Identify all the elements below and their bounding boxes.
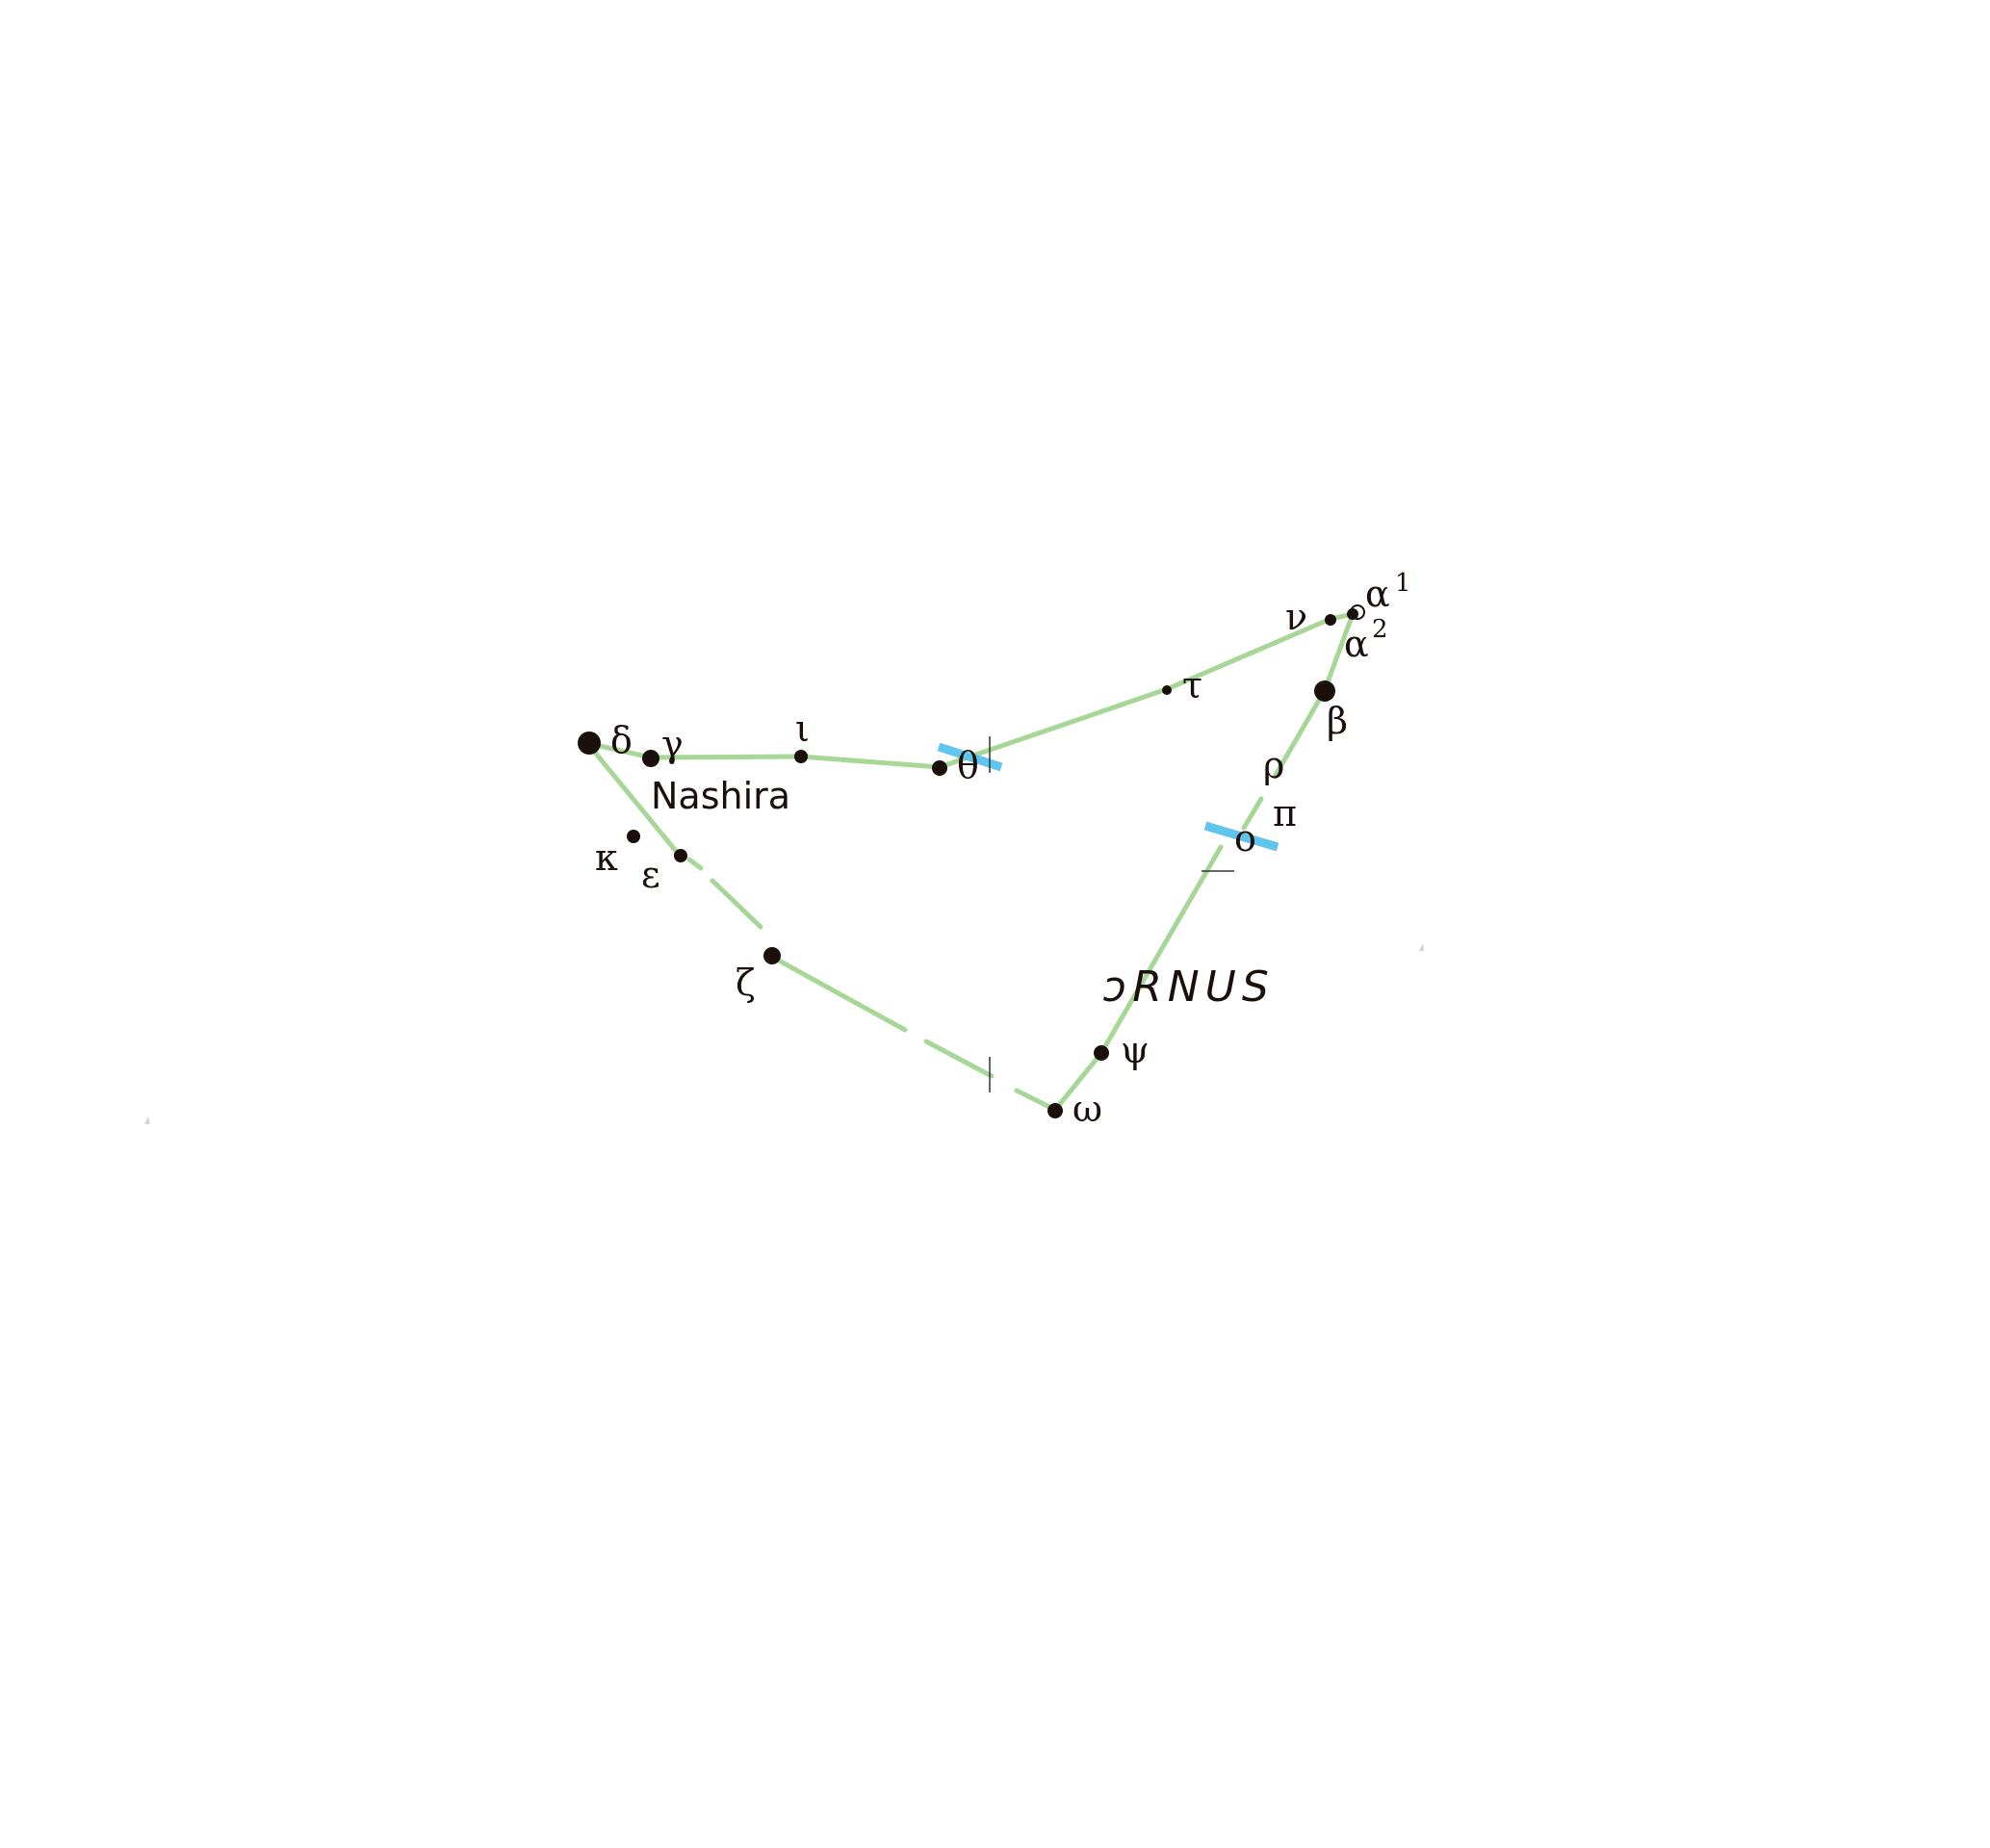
label-alpha2-sup: 2 bbox=[1372, 615, 1388, 644]
proper-name-nashira: Nashira bbox=[651, 775, 790, 817]
star-zeta bbox=[763, 947, 781, 964]
ecliptic-mark-theta bbox=[937, 742, 1003, 772]
label-omega: ω bbox=[1073, 1088, 1102, 1130]
star-beta bbox=[1314, 680, 1335, 702]
ecliptic-marks bbox=[937, 742, 1279, 852]
label-delta: δ bbox=[610, 719, 633, 761]
label-alpha1-sup: 1 bbox=[1395, 569, 1411, 598]
figure-line-gap-zeta bbox=[923, 1039, 995, 1079]
figure-line-alpha2-beta bbox=[1322, 611, 1356, 693]
figure-line-theta-tau bbox=[937, 686, 1170, 770]
star-alpha1 bbox=[1350, 604, 1365, 620]
figure-line-beta-rho bbox=[1272, 687, 1328, 780]
label-gamma: γ bbox=[661, 723, 684, 765]
figure-line-zeta-mid bbox=[767, 953, 908, 1033]
figure-line-rho-pi bbox=[1241, 796, 1264, 831]
label-psi: ψ bbox=[1121, 1029, 1150, 1071]
label-alpha2: α bbox=[1344, 623, 1369, 665]
star-psi bbox=[1094, 1045, 1109, 1061]
figure-line-iota-theta bbox=[798, 754, 943, 770]
label-omicron: ο bbox=[1234, 817, 1256, 860]
star-tau bbox=[1162, 685, 1172, 695]
star-theta bbox=[932, 760, 947, 776]
label-theta: θ bbox=[957, 744, 979, 786]
label-epsilon: ε bbox=[641, 854, 660, 896]
star-gamma bbox=[642, 750, 659, 767]
star-delta bbox=[578, 732, 601, 755]
constellation-figure-lines bbox=[584, 611, 1356, 1113]
star-omega bbox=[1047, 1103, 1063, 1118]
edge-marks bbox=[144, 943, 1424, 1124]
label-zeta: ζ bbox=[736, 962, 756, 1004]
figure-line-psi-omega bbox=[1052, 1050, 1104, 1113]
label-nu: ν bbox=[1285, 596, 1307, 638]
label-alpha2-letter: α bbox=[1344, 623, 1369, 665]
constellation-name: ɔRNUS bbox=[1103, 962, 1275, 1012]
star-iota bbox=[794, 750, 808, 763]
ecliptic-mark-omicron bbox=[1203, 821, 1279, 852]
stars bbox=[578, 604, 1365, 1118]
label-alpha1: α bbox=[1365, 573, 1390, 615]
label-tau: τ bbox=[1182, 664, 1202, 706]
figure-line-tau-nu bbox=[1164, 616, 1333, 692]
figure-line-zeta-upper bbox=[710, 878, 763, 930]
star-labels: δ γ ι θ τ ν α 1 α 2 β ρ π ο ψ ω ζ ε κ bbox=[595, 569, 1411, 1130]
star-kappa bbox=[627, 830, 640, 843]
figure-line-epsilon-gap bbox=[686, 857, 704, 871]
edge-speck-right bbox=[1419, 943, 1424, 951]
label-rho: ρ bbox=[1263, 744, 1284, 786]
edge-speck-left bbox=[144, 1116, 150, 1124]
star-epsilon bbox=[674, 849, 687, 862]
star-nu bbox=[1325, 614, 1336, 626]
label-beta: β bbox=[1327, 700, 1348, 742]
label-kappa: κ bbox=[595, 836, 618, 879]
figure-line-epsilon-delta bbox=[584, 740, 683, 859]
label-pi: π bbox=[1273, 792, 1297, 834]
boundary-ticks bbox=[989, 736, 1234, 1092]
star-alpha2 bbox=[1347, 608, 1358, 620]
figure-line-omicron-psi bbox=[1098, 844, 1224, 1056]
label-iota: ι bbox=[795, 707, 810, 750]
label-alpha1-letter: α bbox=[1365, 573, 1390, 615]
